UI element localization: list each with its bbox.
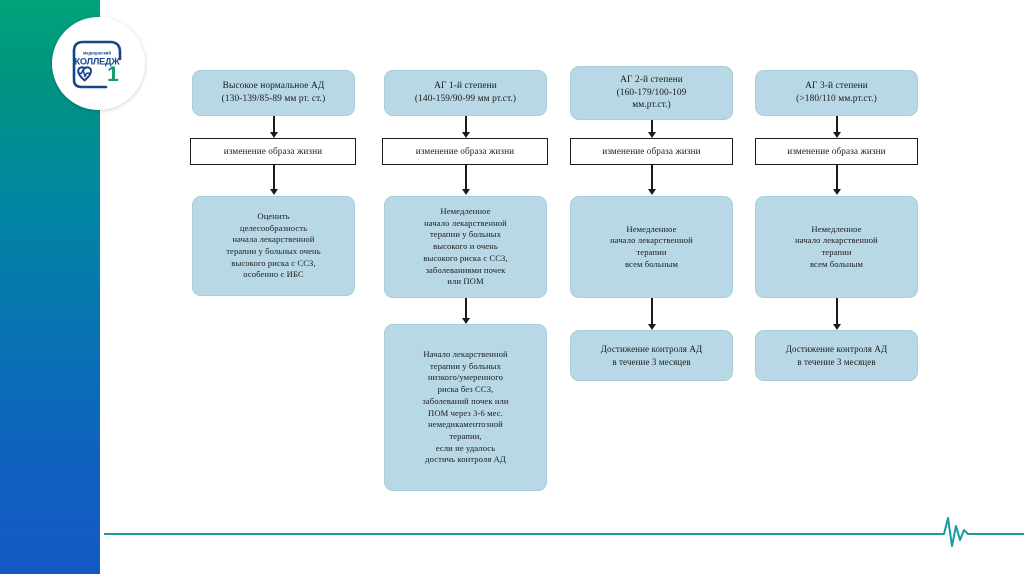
node-line: достичь контроля АД [425,454,506,465]
node-line: изменение образа жизни [787,146,886,157]
node-line: (130-139/85-89 мм рт. ст.) [221,94,326,104]
logo-badge: медицинский КОЛЛЕДЖ 1 [52,17,145,110]
col-4-step-2-node: Достижение контроля АД в течение 3 месяц… [755,330,918,381]
col-4-step-1-node: Немедленное начало лекарственной терапии… [755,196,918,298]
logo-number: 1 [107,63,119,86]
node-line: терапии у больных [429,360,502,371]
node-line: в течение 3 месяцев [797,356,876,367]
node-line: начало лекарственной [795,235,878,246]
node-line: Немедленное [626,223,677,234]
node-line: всем больным [624,258,679,269]
node-line: изменение образа жизни [223,146,323,157]
node-line: терапии у больных очень [226,246,321,256]
node-line: Оценить [257,210,290,221]
node-line: ПОМ через 3-6 мес. [428,407,503,418]
node-line: Достижение контроля АД [785,344,888,355]
medical-college-logo-icon: медицинский КОЛЛЕДЖ 1 [72,40,121,88]
col-3-header-node: АГ 2-й степени (160-179/100-109 мм.рт.ст… [570,66,733,120]
node-line: терапии, [449,430,482,441]
node-line: терапии у больных [429,229,502,240]
col-2-header-node: АГ 1-й степени (140-159/90-99 мм рт.ст.) [384,70,547,116]
col-2-step-1-node: Немедленное начало лекарственной терапии… [384,196,547,298]
logo-wordmark: КОЛЛЕДЖ [74,56,120,66]
node-line: высокого и очень [433,241,498,252]
node-line: особенно с ИБС [243,269,304,280]
node-line: низкого/умеренного [427,372,504,383]
col-1-lifestyle-node: изменение образа жизни [190,138,356,165]
col-4-header-node: АГ 3-й степени (>180/110 мм.рт.ст.) [755,70,918,116]
node-line: высокого риска с ССЗ, [423,252,508,263]
node-line: терапии [636,247,667,257]
node-line: заболеваниями почек [425,264,506,275]
node-line: всем больным [809,258,864,269]
node-line: риска без ССЗ, [437,384,494,395]
node-line: Начало лекарственной [423,349,508,360]
heart-icon [76,65,92,82]
col-2-lifestyle-node: изменение образа жизни [382,138,548,165]
node-line: высокого риска с ССЗ, [231,257,316,268]
node-line: заболеваний почек или [422,395,509,406]
node-line: изменение образа жизни [415,146,515,157]
ecg-pulse-icon [104,517,1024,547]
node-line: Высокое нормальное АД [222,81,325,92]
col-3-step-1-node: Немедленное начало лекарственной терапии… [570,196,733,298]
col-3-lifestyle-node: изменение образа жизни [570,138,733,165]
col-4-lifestyle-node: изменение образа жизни [755,138,918,165]
pulse-line-icon [78,68,90,77]
ecg-divider-line [104,517,1024,547]
col-2-step-2-node: Начало лекарственной терапии у больных н… [384,324,547,491]
node-line: в течение 3 месяцев [612,356,691,367]
node-line: немедикаментозной [428,419,503,430]
node-line: Достижение контроля АД [600,344,703,355]
node-line: АГ 2-й степени [620,74,683,85]
node-line: мм.рт.ст.) [632,100,671,111]
node-line: или ПОМ [447,276,484,287]
node-line: если не удалось [435,442,496,453]
node-line: (160-179/100-109 [616,87,687,98]
node-line: (140-159/90-99 мм рт.ст.) [414,94,517,104]
node-line: Немедленное [440,206,491,217]
logo-caption-small: медицинский [83,50,111,55]
node-line: АГ 3-й степени [805,81,868,92]
node-line: (>180/110 мм.рт.ст.) [796,94,877,104]
node-line: АГ 1-й степени [434,81,497,92]
node-line: Немедленное [811,223,862,234]
node-line: начало лекарственной [610,235,693,246]
node-line: начала лекарственной [232,234,315,245]
col-1-step-1-node: Оценить целесообразность начала лекарств… [192,196,355,296]
node-line: целесообразность [239,222,308,233]
node-line: начало лекарственной [424,217,507,228]
node-line: изменение образа жизни [602,146,701,157]
col-3-step-2-node: Достижение контроля АД в течение 3 месяц… [570,330,733,381]
col-1-header-node: Высокое нормальное АД (130-139/85-89 мм … [192,70,355,116]
node-line: терапии [821,247,852,257]
